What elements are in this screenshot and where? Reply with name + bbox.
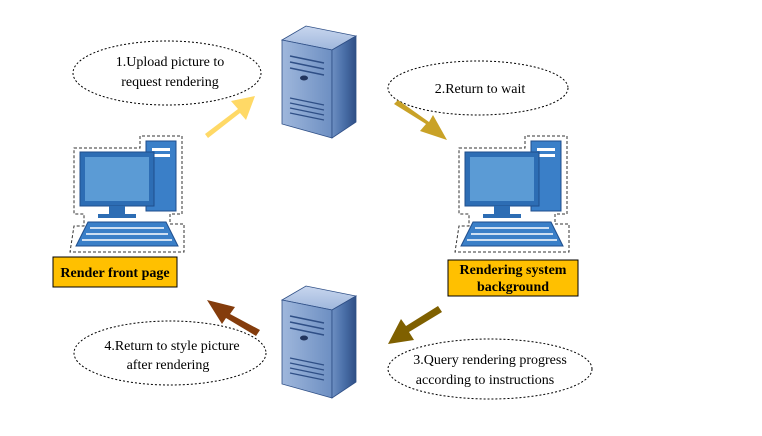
desktop-computer-icon <box>454 135 570 253</box>
arrow-step3 <box>388 306 442 344</box>
step4-text-line2: after rendering <box>127 358 210 373</box>
step1-bubble <box>72 40 262 106</box>
step1-text-line2: request rendering <box>121 75 219 90</box>
step4-bubble <box>73 320 267 386</box>
step2-text: 2.Return to wait <box>435 82 526 97</box>
step4-text-line1: 4.Return to style picture <box>104 339 239 354</box>
step3-text-line2: according to instructions <box>416 373 554 388</box>
step1-text-line1: 1.Upload picture to <box>116 55 224 70</box>
backend-label-line1: Rendering system <box>460 263 567 278</box>
front-page-label: Render front page <box>60 266 169 281</box>
step3-bubble <box>387 338 593 400</box>
arrow-step2 <box>394 100 447 140</box>
front-page-label-box <box>52 256 178 288</box>
step3-text-line1: 3.Query rendering progress <box>413 353 567 368</box>
server-tower-icon <box>281 25 357 139</box>
desktop-computer-icon <box>69 135 185 253</box>
server-tower-icon <box>281 285 357 399</box>
arrow-step4 <box>207 300 260 336</box>
backend-label-box <box>447 259 579 297</box>
step2-bubble <box>387 60 569 116</box>
backend-label-line2: background <box>477 280 549 295</box>
arrow-step1 <box>205 96 255 138</box>
